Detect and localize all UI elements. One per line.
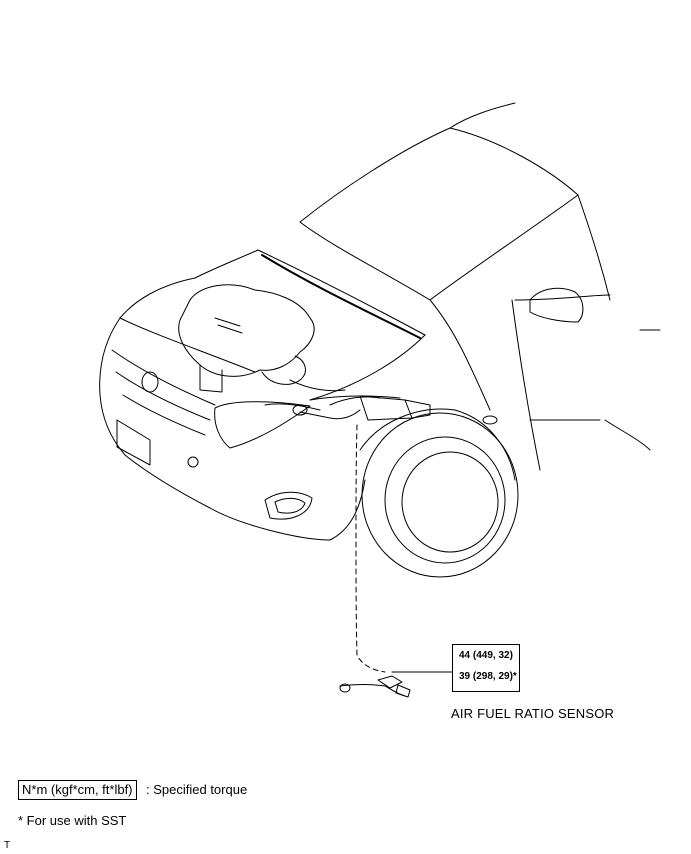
legend-description: : Specified torque [146, 782, 248, 797]
corner-mark: T [4, 840, 11, 851]
front-wheel [361, 412, 519, 578]
air-fuel-ratio-sensor-part [339, 675, 411, 698]
exhaust-pipe [264, 395, 431, 421]
torque-specification-box: 44 (449, 32) 39 (298, 29)* [452, 644, 520, 692]
part-label: AIR FUEL RATIO SENSOR [451, 706, 615, 721]
sst-footnote: * For use with SST [18, 813, 127, 828]
sensor-leader-line [355, 424, 453, 673]
engine-block [178, 284, 346, 393]
car-body-outline [99, 102, 661, 541]
torque-value-with-sst: 39 (298, 29)* [459, 671, 517, 682]
torque-value-standard: 44 (449, 32) [459, 650, 513, 661]
legend-unit-box: N*m (kgf*cm, ft*lbf) [18, 780, 137, 800]
